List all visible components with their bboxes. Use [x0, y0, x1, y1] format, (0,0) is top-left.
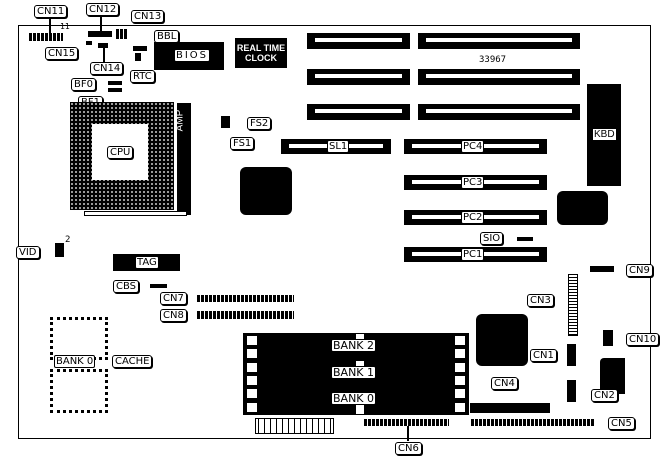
cache-chip-upper: [50, 317, 108, 360]
fs1-label: FS1: [230, 137, 255, 150]
cn7-label: CN7: [160, 292, 187, 305]
serial-port-connector: [600, 358, 625, 394]
bbl-jumper: [133, 46, 147, 51]
cbs-label: CBS: [113, 280, 140, 293]
cn15-connector: [86, 41, 92, 45]
pc2-label: PC2: [461, 211, 485, 224]
cn8-label: CN8: [160, 309, 187, 322]
cn3-connector: [568, 274, 578, 336]
bank-1-label: BANK 1: [331, 366, 377, 379]
rtc-jumper: [135, 53, 141, 61]
cn14-connector: [98, 43, 108, 48]
fs2-label: FS2: [247, 117, 272, 130]
pc4-slot: PC4: [404, 139, 547, 154]
amp-label: AMP: [174, 109, 186, 132]
cn10-connector: [603, 330, 613, 346]
cn11-pin-marker: 11: [60, 22, 70, 31]
fs-jumpers: [221, 116, 230, 128]
pc3-label: PC3: [461, 176, 485, 189]
bf0-jumper: [108, 81, 122, 85]
sio-label: SIO: [480, 232, 504, 245]
cbs-jumper: [150, 284, 167, 288]
slot-top-left-3: [307, 104, 410, 120]
cn14-label: CN14: [90, 62, 124, 75]
bios-label: BIOS: [174, 49, 211, 62]
kbd-label: KBD: [593, 129, 616, 140]
cn2-connector: [567, 380, 576, 402]
dimm-slot-6: [243, 400, 469, 415]
cn11-connector: [29, 33, 63, 41]
sio-jumper: [517, 237, 533, 241]
tag-ram-chip: TAG: [113, 254, 180, 271]
cache-label: CACHE: [112, 355, 153, 368]
bank-2-label: BANK 2: [331, 339, 377, 352]
rtc-chip-line1: REAL TIME: [236, 43, 286, 53]
cn15-label: CN15: [45, 47, 79, 60]
cn8-connector: [197, 311, 294, 319]
cn6-connector: [364, 419, 449, 426]
slot-top-left-1: [307, 33, 410, 49]
cn13-connector: [116, 29, 128, 39]
pc4-label: PC4: [461, 140, 485, 153]
cn9-label: CN9: [626, 264, 653, 277]
pc1-slot: PC1: [404, 247, 547, 262]
cn6-leader: [407, 426, 409, 441]
pc1-label: PC1: [461, 248, 485, 261]
cn5-connector: [471, 419, 594, 426]
cpu-socket: CPU: [70, 102, 174, 210]
kbd-connector: KBD: [587, 84, 621, 186]
cn2-label: CN2: [591, 389, 618, 402]
bank-0-label: BANK 0: [331, 392, 377, 405]
cn1-label: CN1: [530, 349, 557, 362]
bf1-jumper: [108, 88, 122, 92]
cn3-label: CN3: [527, 294, 554, 307]
vid-label: VID: [16, 246, 40, 259]
cn6-label: CN6: [395, 442, 422, 455]
real-time-clock-chip: REAL TIME CLOCK: [235, 38, 287, 68]
cn5-label: CN5: [608, 417, 635, 430]
io-chip: [476, 314, 528, 366]
cn11-leader: [49, 17, 51, 33]
cn4-label: CN4: [491, 377, 518, 390]
vid-jumper: [55, 243, 64, 257]
slot-top-left-2: [307, 69, 410, 85]
slot-top-right-1: [418, 33, 580, 49]
motherboard-outline: [18, 25, 651, 439]
rtc-chip-line2: CLOCK: [245, 53, 277, 63]
cpu-die-area: CPU: [92, 124, 148, 180]
cache-chip-lower: [50, 369, 108, 413]
cn1-connector: [567, 344, 576, 366]
board-marking: 33967: [479, 55, 507, 65]
pc3-slot: PC3: [404, 175, 547, 190]
cache-bank-label: BANK 0: [54, 355, 96, 368]
cn10-label: CN10: [626, 333, 660, 346]
vid-pin-marker: 2: [65, 235, 71, 245]
cn7-connector: [197, 295, 294, 302]
amp-lever: AMP: [174, 102, 192, 216]
tag-label: TAG: [135, 256, 159, 269]
cn13-label: CN13: [131, 10, 165, 23]
chipset-chip-1: [240, 167, 292, 215]
power-connector: [255, 418, 334, 434]
cn12-label: CN12: [86, 3, 120, 16]
bios-chip: BIOS: [154, 42, 224, 70]
sl1-slot: SL1: [281, 139, 391, 154]
cn4-connector: [470, 403, 550, 413]
cn11-label: CN11: [34, 5, 68, 18]
pc2-slot: PC2: [404, 210, 547, 225]
bf0-label: BF0: [71, 78, 96, 91]
sl1-label: SL1: [327, 140, 350, 153]
cpu-socket-base: [84, 211, 187, 216]
cn12-connector: [88, 31, 112, 37]
chipset-chip-2: [557, 191, 608, 225]
slot-top-right-2: [418, 69, 580, 85]
cn14-leader: [103, 48, 105, 62]
cn9-connector: [590, 266, 614, 272]
rtc-label: RTC: [130, 70, 155, 83]
cpu-label: CPU: [107, 146, 134, 159]
cn12-leader: [100, 16, 102, 31]
slot-top-right-3: [418, 104, 580, 120]
